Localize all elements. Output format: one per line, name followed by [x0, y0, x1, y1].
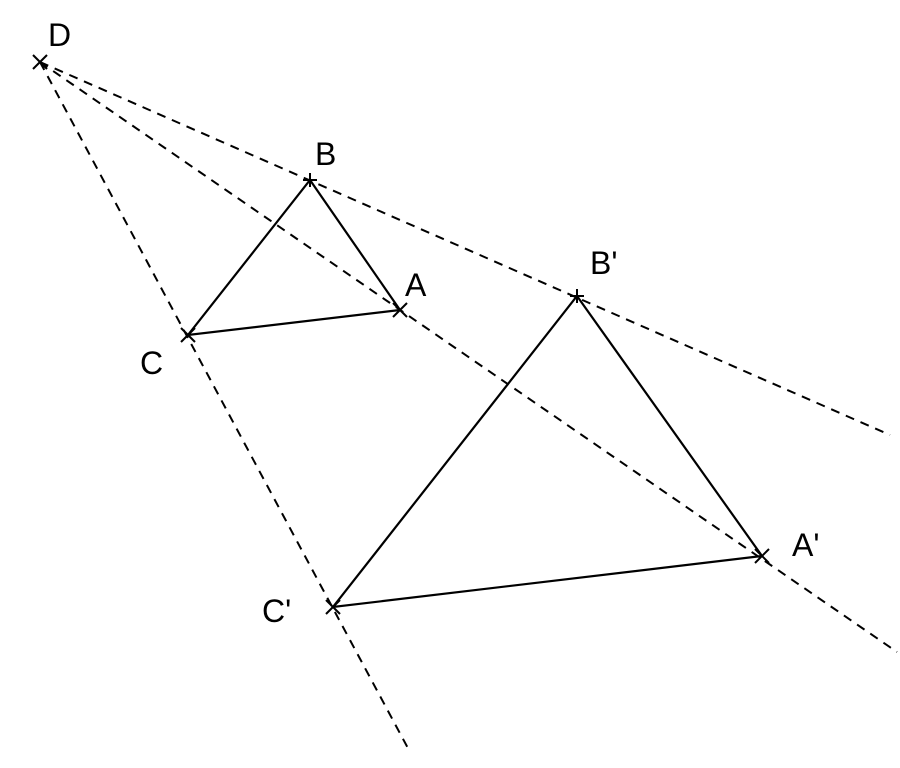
triangle-aprime-bprime-cprime [330, 294, 764, 609]
point-cprime-mark [325, 599, 341, 615]
ray-d-b-bprime [39, 61, 891, 436]
label-b: B [315, 136, 336, 172]
point-d-mark [32, 54, 48, 70]
triangle-abc [185, 178, 402, 337]
point-a-mark [392, 302, 408, 318]
label-c: C [140, 345, 163, 381]
ray-d-c-cprime [39, 61, 411, 753]
label-aprime: A' [792, 527, 819, 563]
label-bprime: B' [590, 245, 617, 281]
label-a: A [405, 267, 427, 303]
point-aprime-mark [754, 548, 770, 564]
ray-d-a-aprime [39, 61, 898, 653]
label-cprime: C' [262, 593, 291, 629]
point-c-mark [180, 327, 196, 343]
label-d: D [48, 17, 71, 53]
point-bprime-mark [570, 289, 584, 303]
point-b-mark [303, 173, 317, 187]
